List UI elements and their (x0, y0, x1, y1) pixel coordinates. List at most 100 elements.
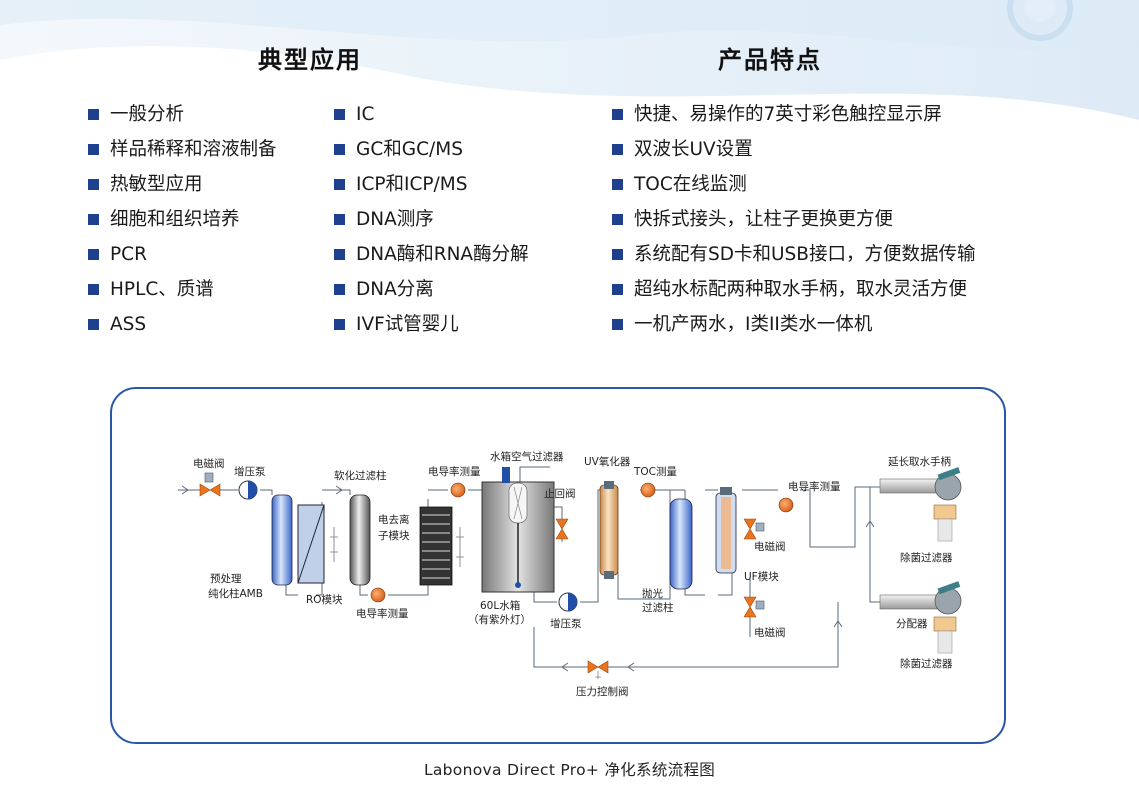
bullet-square-icon (88, 284, 99, 295)
bullet-square-icon (88, 249, 99, 260)
list-item: 双波长UV设置 (612, 132, 975, 167)
list-item: IC (334, 97, 529, 132)
bullet-square-icon (612, 109, 623, 120)
label-booster-pump: 增压泵 (550, 617, 582, 630)
bullet-square-icon (88, 214, 99, 225)
label-extended-handle: 延长取水手柄 (888, 455, 951, 468)
flow-diagram-frame (110, 387, 1006, 744)
bullet-square-icon (334, 284, 345, 295)
list-item: DNA酶和RNA酶分解 (334, 237, 529, 272)
water-tank-icon (481, 467, 555, 593)
conductivity-meter-icon (778, 497, 794, 513)
label-pressure-valve: 压力控制阀 (576, 685, 629, 698)
label-tank: （有紫外灯） (468, 613, 531, 626)
label-edi: 子模块 (378, 530, 410, 542)
label-pretreatment: 预处理 (210, 573, 242, 585)
uv-oxidizer-icon (599, 481, 619, 579)
label-conductivity: 电导率测量 (788, 480, 841, 493)
bullet-square-icon (334, 319, 345, 330)
list-item: DNA测序 (334, 202, 529, 237)
bullet-square-icon (88, 319, 99, 330)
bullet-square-icon (334, 214, 345, 225)
list-item: PCR (88, 237, 277, 272)
label-solenoid-valve: 电磁阀 (754, 626, 786, 639)
list-item: 快拆式接头，让柱子更换更方便 (612, 202, 975, 237)
bullet-square-icon (334, 249, 345, 260)
label-pretreatment: 纯化柱AMB (208, 587, 263, 600)
bullet-square-icon (612, 144, 623, 155)
applications-heading: 典型应用 (258, 46, 362, 74)
pretreatment-column-icon (271, 494, 293, 586)
applications-list-col2: IC GC和GC/MS ICP和ICP/MS DNA测序 DNA酶和RNA酶分解… (334, 97, 529, 342)
label-ro-module: RO模块 (306, 594, 343, 606)
list-item: 细胞和组织培养 (88, 202, 277, 237)
list-item: 一机产两水，I类II类水一体机 (612, 307, 975, 342)
label-edi: 电去离 (378, 513, 410, 526)
solenoid-valve-icon (743, 518, 765, 540)
bullet-square-icon (612, 319, 623, 330)
solenoid-valve-icon (199, 472, 221, 497)
bullet-square-icon (88, 144, 99, 155)
diagram-caption: Labonova Direct Pro+ 净化系统流程图 (423, 761, 716, 779)
list-item: 样品稀释和溶液制备 (88, 132, 277, 167)
label-softening-filter: 软化过滤柱 (334, 469, 387, 482)
list-item: 快捷、易操作的7英寸彩色触控显示屏 (612, 97, 975, 132)
label-uv-oxidizer: UV氧化器 (584, 455, 631, 468)
booster-pump-icon (558, 592, 578, 612)
label-uf-module: UF模块 (744, 571, 779, 583)
label-conductivity: 电导率测量 (356, 607, 409, 620)
bullet-square-icon (612, 214, 623, 225)
list-item: 热敏型应用 (88, 167, 277, 202)
dispenser-icon (879, 581, 962, 654)
list-item: HPLC、质谱 (88, 272, 277, 307)
bullet-square-icon (612, 249, 623, 260)
list-item: DNA分离 (334, 272, 529, 307)
list-item: TOC在线监测 (612, 167, 975, 202)
extended-handle-icon (879, 467, 962, 542)
softening-column-icon (349, 494, 371, 586)
label-toc-measure: TOC测量 (633, 465, 678, 478)
ro-module-icon (297, 504, 338, 584)
bullet-square-icon (612, 179, 623, 190)
label-dispenser: 分配器 (896, 618, 928, 630)
edi-module-icon (419, 506, 464, 586)
purification-flow-diagram: 电磁阀 增压泵 软化过滤柱 电导率测量 水箱空气过滤器 UV氧化器 止回阀 TO… (178, 450, 962, 698)
bullet-square-icon (334, 144, 345, 155)
conductivity-meter-icon (640, 482, 656, 498)
features-heading: 产品特点 (718, 46, 822, 74)
check-valve-icon (555, 518, 569, 540)
label-polishing-filter: 过滤柱 (642, 601, 674, 614)
conductivity-meter-icon (370, 587, 386, 603)
list-item: GC和GC/MS (334, 132, 529, 167)
flow-arrows (181, 485, 875, 672)
booster-pump-icon (238, 480, 258, 500)
label-conductivity: 电导率测量 (428, 465, 481, 478)
bullet-square-icon (612, 284, 623, 295)
label-tank: 60L水箱 (480, 599, 520, 612)
bullet-square-icon (88, 179, 99, 190)
list-item: 超纯水标配两种取水手柄，取水灵活方便 (612, 272, 975, 307)
bullet-square-icon (334, 179, 345, 190)
applications-list-col1: 一般分析 样品稀释和溶液制备 热敏型应用 细胞和组织培养 PCR HPLC、质谱… (88, 97, 277, 342)
label-solenoid-valve: 电磁阀 (754, 540, 786, 553)
list-item: 一般分析 (88, 97, 277, 132)
label-polishing-filter: 抛光 (642, 587, 663, 600)
uf-module-icon (715, 487, 737, 574)
list-item: ICP和ICP/MS (334, 167, 529, 202)
conductivity-meter-icon (450, 482, 466, 498)
label-sterile-filter: 除菌过滤器 (900, 551, 953, 564)
label-tank-air-filter: 水箱空气过滤器 (490, 450, 564, 463)
label-check-valve: 止回阀 (544, 487, 576, 500)
label-booster-pump: 增压泵 (234, 465, 266, 478)
bullet-square-icon (334, 109, 345, 120)
label-sterile-filter: 除菌过滤器 (900, 657, 953, 670)
list-item: ASS (88, 307, 277, 342)
pressure-control-valve-icon (587, 660, 609, 679)
label-solenoid-valve: 电磁阀 (193, 457, 225, 470)
features-list: 快捷、易操作的7英寸彩色触控显示屏 双波长UV设置 TOC在线监测 快拆式接头，… (612, 97, 975, 342)
polishing-column-icon (669, 498, 693, 590)
solenoid-valve-icon (743, 596, 765, 618)
bullet-square-icon (88, 109, 99, 120)
list-item: 系统配有SD卡和USB接口，方便数据传输 (612, 237, 975, 272)
list-item: IVF试管婴儿 (334, 307, 529, 342)
